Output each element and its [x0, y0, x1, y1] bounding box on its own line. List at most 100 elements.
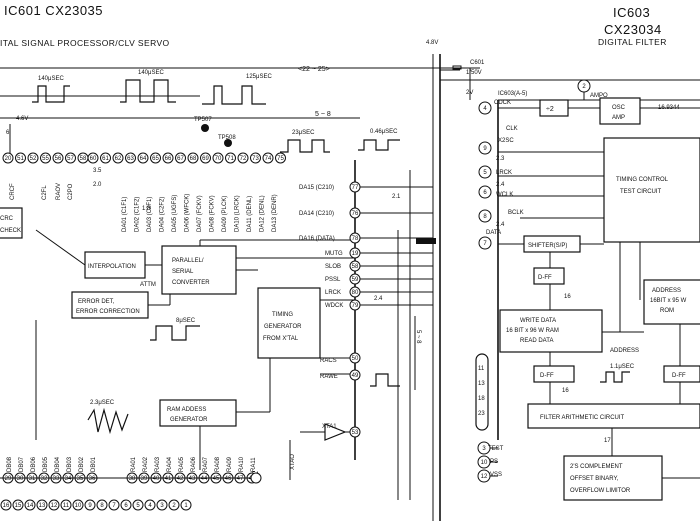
- test-label: TEST: [488, 446, 504, 452]
- bottom-pin-8: [96, 499, 108, 511]
- xtal-pin: 53: [352, 430, 359, 436]
- volt-1-8: 1.8: [142, 206, 151, 212]
- tp507-dot: [201, 124, 209, 132]
- timing-control-block: [603, 137, 700, 243]
- bottom-pin-label-15: 15: [15, 503, 22, 509]
- top-pin-label-73: 73: [252, 156, 259, 162]
- db-label-6: DB02: [79, 456, 85, 472]
- ra-label-8: RA09: [227, 456, 233, 472]
- top-pin-label-61: 61: [102, 156, 109, 162]
- timing-control-label: TIMING CONTROL: [616, 177, 669, 183]
- bottom-pin-6: [120, 499, 132, 511]
- ic603-pin-4: 4: [483, 106, 487, 112]
- bottom-pin-label-14: 14: [27, 503, 34, 509]
- bus-right-13: 13: [478, 381, 485, 387]
- right-pin-77: 77: [352, 185, 359, 191]
- db-pin-label-31: 31: [29, 476, 36, 482]
- bus-label-top: <22 ~ 25>: [298, 66, 330, 73]
- right-signal-5: PSSL: [325, 277, 341, 283]
- dff-block-3: [663, 365, 700, 383]
- filter-arithmetic-block: [527, 403, 700, 429]
- crc-label: CRC: [0, 216, 14, 222]
- ic603-pin-6: 6: [483, 190, 487, 196]
- bottom-pin-label-1: 1: [184, 503, 188, 509]
- serial-label: SERIAL: [172, 269, 194, 275]
- dff-label-3: D-FF: [672, 373, 686, 379]
- top-pin-75: [275, 152, 286, 164]
- vss-label: VSS: [490, 472, 502, 478]
- bottom-pin-label-9: 9: [88, 503, 92, 509]
- tp507-label: TP507: [194, 117, 212, 123]
- ic603-description: DIGITAL FILTER: [598, 37, 667, 47]
- wave-label-6: 8μSEC: [176, 318, 196, 324]
- crcf-label: CRCF: [10, 183, 16, 200]
- top-wiring: [0, 54, 700, 521]
- rom-address-label: ADDRESS: [652, 288, 681, 294]
- ra-label-6: RA07: [203, 456, 209, 472]
- ra-label-5: RA06: [191, 456, 197, 472]
- bottom-pin-13: [36, 499, 48, 511]
- top-pin-64: [137, 152, 149, 164]
- right-signal-2: DA16 (DATA): [299, 236, 335, 242]
- timing-label: TIMING: [272, 312, 293, 318]
- da-label-1: DA02 (C1F2): [135, 197, 141, 232]
- svg-text:6: 6: [6, 130, 10, 136]
- top-pin-62: [112, 152, 124, 164]
- ic603-pin-8: 8: [483, 214, 487, 220]
- ra-label-2: RA03: [155, 456, 161, 472]
- ra-pin-label-42: 42: [177, 476, 184, 482]
- bottom-pin-9: [84, 499, 96, 511]
- interpolation-label: INTERPOLATION: [88, 264, 136, 270]
- right-pin-58: 58: [352, 264, 359, 270]
- top-pin-71: [225, 152, 236, 164]
- db-label-3: DB05: [43, 456, 49, 472]
- db-label-1: DB07: [19, 456, 25, 472]
- ra-pin-label-40: 40: [153, 476, 160, 482]
- wave-label-7: 2.3μSEC: [90, 400, 115, 406]
- bus-right-18: 18: [478, 396, 485, 402]
- top-pin-65: [150, 152, 161, 164]
- bottom-pin-label-10: 10: [75, 503, 82, 509]
- da-label-2: DA03 (C2F1): [147, 197, 153, 232]
- da-label-11: DA12 (DENL): [260, 195, 266, 232]
- svg-text:4.6V: 4.6V: [16, 116, 28, 122]
- tp508-dot: [224, 139, 232, 147]
- wave-label-1: 140μSEC: [38, 76, 64, 82]
- left-pin-label-58: 58: [80, 156, 87, 162]
- db-pin-label-32: 32: [41, 476, 48, 482]
- ic603-pin-12: 12: [481, 474, 488, 480]
- right-pin-79: 79: [352, 303, 359, 309]
- top-pin-72: [237, 152, 249, 164]
- ra-pin-label-44: 44: [201, 476, 208, 482]
- top-pin-label-63: 63: [127, 156, 134, 162]
- db-pin-label-30: 30: [17, 476, 24, 482]
- ra-label-3: RA04: [167, 456, 173, 472]
- da-label-9: DA10 (LRCK): [235, 195, 241, 232]
- dff-label-1: D-FF: [538, 275, 552, 281]
- ic603-pin-5: 5: [483, 170, 487, 176]
- overflow-limitor-label: OVERFLOW LIMITOR: [570, 488, 631, 494]
- top-pin-63: [125, 152, 136, 164]
- ra-label-0: RA01: [131, 456, 137, 472]
- ram-generator-label: GENERATOR: [170, 417, 208, 423]
- rom-size-label: 16BIT x 95 W: [650, 298, 687, 304]
- generator-label: GENERATOR: [264, 324, 302, 330]
- left-pin-label-52: 52: [30, 156, 37, 162]
- ic603-sub-label: IC603(A-5): [498, 91, 527, 97]
- capacitor-label: C601: [470, 60, 485, 66]
- bottom-pin-11: [60, 499, 72, 511]
- converter-label: CONVERTER: [172, 280, 210, 286]
- divide-by-2-label: ÷2: [546, 106, 554, 113]
- ram-address-label: RAM ADDESS: [167, 407, 206, 413]
- top-pin-label-65: 65: [152, 156, 159, 162]
- top-pin-label-71: 71: [227, 156, 234, 162]
- bottom-pin-label-13: 13: [39, 503, 46, 509]
- ra-pin-label-39: 39: [141, 476, 148, 482]
- tp508-label: TP508: [218, 135, 236, 141]
- db-pin-label-36: 36: [89, 476, 96, 482]
- top-pin-69: [200, 152, 211, 164]
- top-pin-label-67: 67: [177, 156, 184, 162]
- top-pin-68: [187, 152, 199, 164]
